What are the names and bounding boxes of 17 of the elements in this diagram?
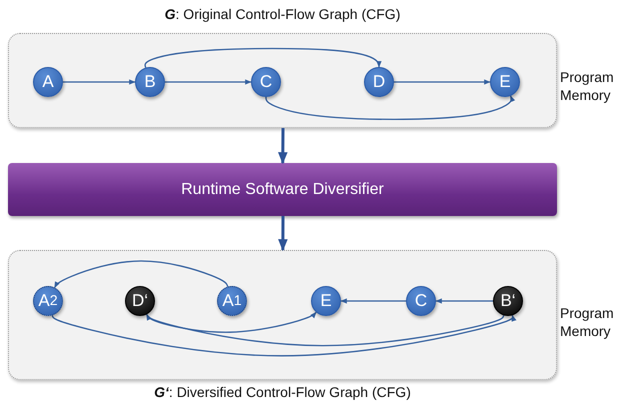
arrow	[54, 260, 228, 288]
arrow	[278, 215, 288, 252]
graph-title: G: Original Control-Flow Graph (CFG)	[164, 6, 402, 22]
arrow	[278, 127, 288, 164]
arrow	[63, 79, 136, 85]
graph-title: G‘: Diversified Control-Flow Graph (CFG)	[153, 384, 412, 400]
memory-label: Program Memory	[560, 304, 615, 340]
arrow	[394, 79, 491, 85]
arrow	[435, 298, 493, 304]
arrow	[165, 79, 252, 85]
arrow	[340, 298, 406, 304]
arrow	[52, 314, 516, 356]
arrow	[146, 314, 504, 346]
arrow	[265, 95, 516, 120]
diversifier-label: Runtime Software Diversifier	[180, 180, 385, 198]
arrow	[144, 48, 382, 68]
memory-label: Program Memory	[560, 68, 615, 104]
